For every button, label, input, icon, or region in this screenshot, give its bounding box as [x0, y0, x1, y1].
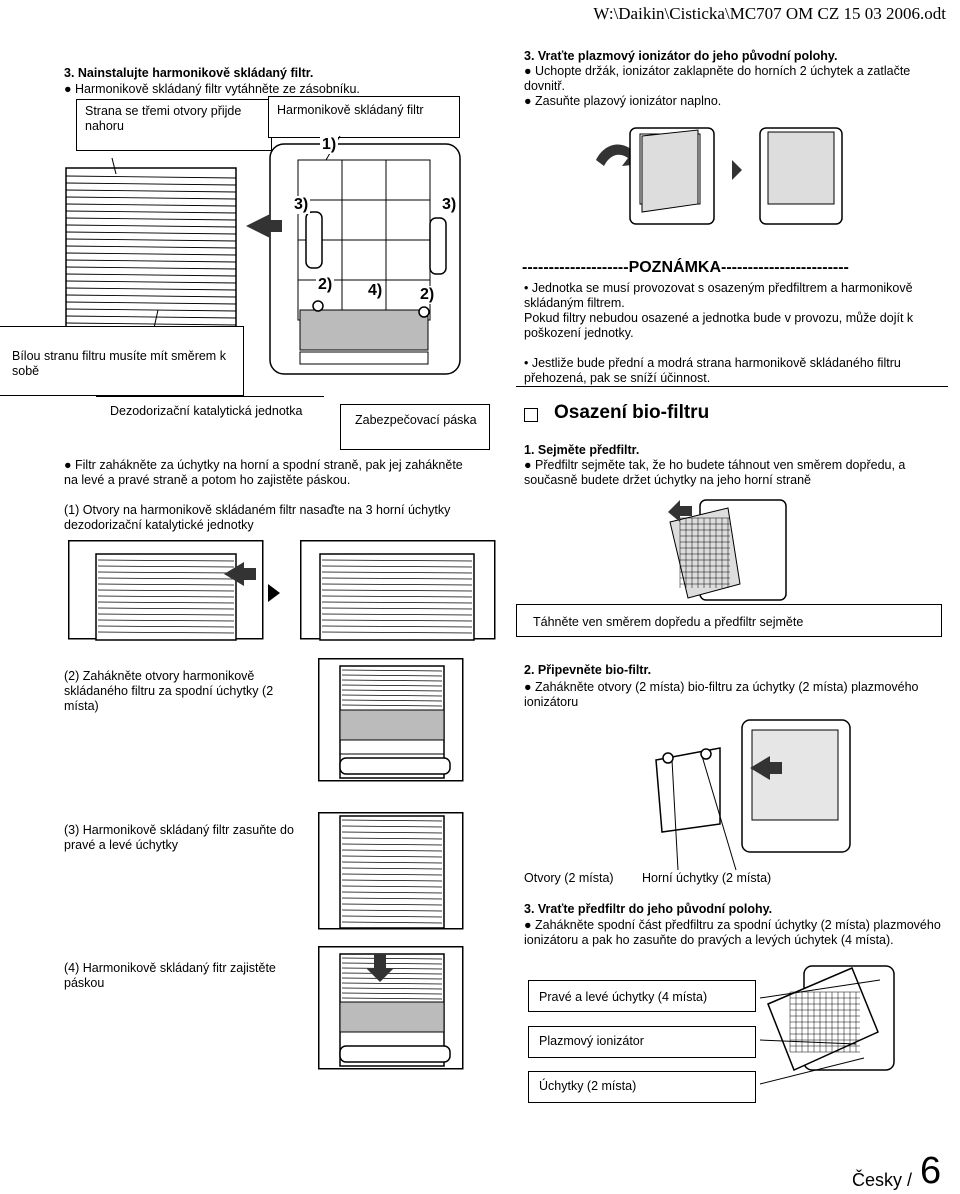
num-2-right: 2): [418, 286, 437, 304]
right-step3-bullet1: ● Uchopte držák, ionizátor zaklapněte do…: [524, 64, 911, 93]
right-step3-bullet2: ● Zasuňte plazový ionizátor naplno.: [524, 94, 722, 108]
note-paragraph-1: • Jednotka se musí provozovat s osazeným…: [524, 281, 913, 310]
num-4: 4): [366, 282, 385, 300]
install-pleated-filter-illustration: [65, 135, 461, 375]
left-step3-title: 3. Nainstalujte harmonikově skládaný fil…: [64, 66, 314, 80]
page-number: 6: [920, 1150, 942, 1192]
left-step3-bullet: ● Harmonikově skládaný filtr vytáhněte z…: [64, 82, 360, 96]
step4-image: [318, 946, 464, 1070]
label-top-hooks: Horní úchytky (2 místa): [642, 871, 772, 885]
label-pull-prefilter: Táhněte ven směrem dopředu a předfiltr s…: [516, 604, 942, 637]
note-step1: (1) Otvory na harmonikově skládaném filt…: [64, 503, 451, 532]
bio-step1-text: ● Předfiltr sejměte tak, že ho budete tá…: [524, 458, 906, 487]
label-plasma-ionizer: Plazmový ionizátor: [528, 1026, 756, 1058]
bio-step1-title: 1. Sejměte předfiltr.: [524, 443, 640, 457]
note-paragraph-2: Pokud filtry nebudou osazené a jednotka …: [524, 311, 914, 340]
right-step3-title: 3. Vraťte plazmový ionizátor do jeho pův…: [524, 49, 838, 63]
num-2-left: 2): [316, 276, 335, 294]
bio-step2-text: ● Zahákněte otvory (2 místa) bio-filtru …: [524, 680, 919, 709]
label-holes: Otvory (2 místa): [524, 871, 614, 885]
checkbox-icon: [524, 408, 538, 422]
num-1: 1): [320, 136, 339, 154]
step2-image: [318, 658, 464, 782]
num-3-right: 3): [440, 196, 459, 214]
note-divider: [516, 386, 948, 387]
label-hooks-2: Úchytky (2 místa): [528, 1071, 756, 1103]
note-paragraph-3: • Jestliže bude přední a modrá strana ha…: [524, 356, 901, 385]
step1-before-image: [68, 540, 264, 641]
label-right-left-hooks: Pravé a levé úchytky (4 místa): [528, 980, 756, 1012]
prefilter-removal-illustration: [668, 499, 787, 601]
label-deodorizer: Dezodorizační katalytická jednotka: [110, 404, 303, 418]
bio-step3-title: 3. Vraťte předfiltr do jeho původní polo…: [524, 902, 773, 916]
label-three-holes: Strana se třemi otvory přijde nahoru: [76, 99, 272, 151]
footer-language: Česky /: [852, 1170, 913, 1190]
step3-image: [318, 812, 464, 930]
note-step2: (2) Zahákněte otvory harmonikově skládan…: [64, 669, 274, 713]
num-3-left: 3): [292, 196, 311, 214]
bio-step2-title: 2. Připevněte bio-filtr.: [524, 663, 652, 677]
document-path: W:\Daikin\Cisticka\MC707 OM CZ 15 03 200…: [593, 4, 946, 23]
arrow-right-icon: [268, 584, 280, 602]
step1-after-image: [300, 540, 496, 641]
bio-step3-text: ● Zahákněte spodní část předfiltru za sp…: [524, 918, 941, 947]
note-heading: --------------------POZNÁMKA------------…: [522, 259, 849, 276]
label-white-side: Bílou stranu filtru musíte mít směrem k …: [0, 326, 244, 396]
hook-instructions: ● Filtr zahákněte za úchytky na horní a …: [64, 458, 463, 487]
ionizer-return-illustration: [596, 127, 843, 225]
note-step3: (3) Harmonikově skládaný filtr zasuňte d…: [64, 823, 294, 852]
divider: [96, 396, 324, 397]
prefilter-return-illustration: [759, 965, 895, 1085]
label-pleated-filter: Harmonikově skládaný filtr: [268, 96, 460, 138]
biofilter-attach-illustration: [655, 719, 851, 871]
note-step4: (4) Harmonikově skládaný fitr zajistěte …: [64, 961, 276, 990]
label-security-tape: Zabezpečovací páska: [340, 404, 490, 450]
bio-filter-heading: Osazení bio-filtru: [554, 402, 710, 423]
